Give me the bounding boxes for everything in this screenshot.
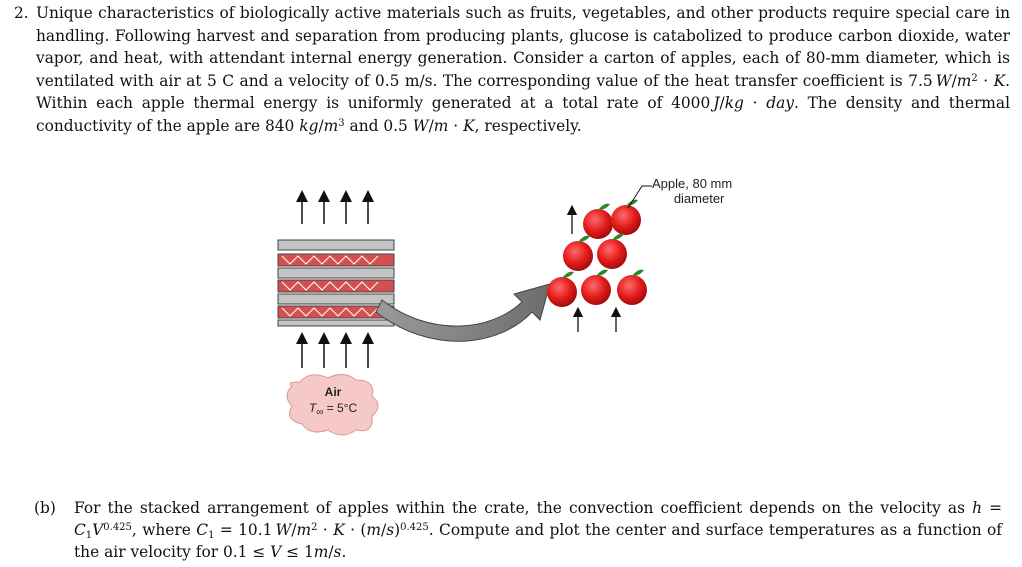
problem-text-3: . The density and thermal conductivity o… [36,94,1010,135]
apple-crate-figure: Apple, 80 mm diameter Air T∞ = 5°C [250,172,770,442]
apple-icon [563,235,593,271]
apple-icon [611,199,641,235]
problem-text-5: , respectively. [474,116,582,135]
air-temp-label: T∞ = 5°C [308,401,358,418]
problem-paragraph: Unique characteristics of biologically a… [36,4,1010,135]
problem-number: 2. [14,4,29,22]
air-arrows-top [296,190,374,224]
figure-drawing [277,185,652,436]
range-high: 1 [303,543,314,561]
apple-label-line2: diameter [673,191,725,206]
part-b-paragraph: For the stacked arrangement of apples wi… [74,499,1002,561]
apple-label: Apple, 80 mm diameter [652,176,732,206]
part-b-text-1: For the stacked arrangement of apples wi… [74,499,973,517]
transfer-arrow-icon [375,283,551,342]
label-leader [627,185,652,209]
apple-icon [547,271,577,307]
apple-label-line1: Apple, 80 mm [652,176,733,191]
crate-icon [277,239,395,327]
air-label: Air T∞ = 5°C [296,384,370,418]
rho-value: 840 [264,116,295,135]
problem-text-1: Unique characteristics of biologically a… [36,4,1010,90]
range-low: 0.1 [222,543,248,561]
apple-icon [581,269,611,305]
h-value: 7.5 [908,71,933,90]
k-value: 0.5 [383,116,408,135]
air-arrows-bottom [296,332,374,368]
apple-icon [583,203,613,239]
problem-text-4: and [344,116,384,135]
problem-statement: 2. Unique characteristics of biologicall… [14,2,1010,138]
air-cloud-icon [286,374,379,436]
part-b-text-2: . Compute and plot the center and surfac… [74,521,1002,561]
c1-value: 10.1 [238,521,273,539]
part-b-label: (b) [34,499,56,517]
part-b-question: (b) For the stacked arrangement of apple… [34,497,1002,563]
problem-text-2: . Within each apple thermal energy is un… [36,71,1010,113]
apple-icon [597,233,627,269]
apple-stack-icon [547,199,647,307]
q-value: 4000 [671,94,711,113]
apple-icon [617,269,647,305]
air-label-title: Air [324,385,342,399]
apple-air-arrows [566,204,622,332]
